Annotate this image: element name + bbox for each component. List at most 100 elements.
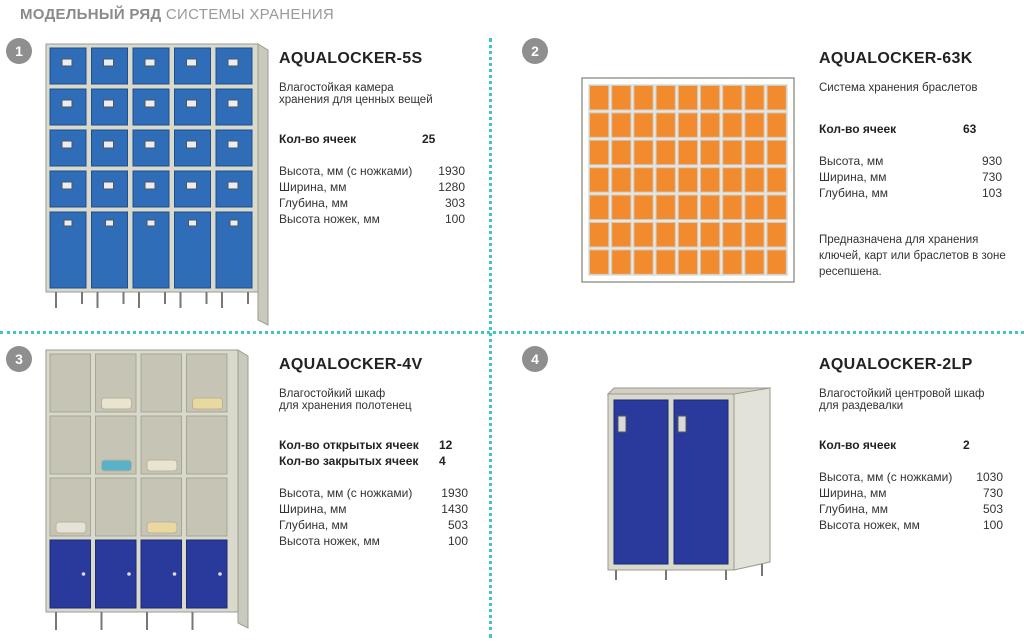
product-3-count-label: Кол-во закрытых ячеек <box>279 454 419 468</box>
storage-cell <box>677 194 699 220</box>
product-1-spec-label: Глубина, мм <box>279 196 349 210</box>
storage-cell <box>744 139 765 166</box>
lock-icon <box>188 219 197 227</box>
product-4-desc: Влагостойкий центровой шкаф для раздевал… <box>819 388 985 412</box>
product-1-spec-value: 1280 <box>438 180 465 194</box>
open-shelf <box>140 353 182 413</box>
lock-icon <box>227 58 239 67</box>
product-4-spec-label: Ширина, мм <box>819 486 887 500</box>
storage-cell <box>722 249 743 275</box>
product-2-desc: Система хранения браслетов <box>819 82 978 94</box>
product-4-spec-label: Высота, мм (с ножками) <box>819 470 953 484</box>
lock-icon <box>61 99 73 108</box>
storage-cell <box>744 85 765 111</box>
product-2-spec-label: Глубина, мм <box>819 186 889 200</box>
storage-cell <box>611 194 632 220</box>
storage-cell <box>677 139 699 166</box>
product-4-badge: 4 <box>522 346 548 372</box>
product-1-desc: Влагостойкая камера хранения для ценных … <box>279 82 433 106</box>
storage-cell <box>744 112 765 138</box>
product-1-spec-value: 303 <box>444 196 465 210</box>
storage-cell <box>722 112 743 138</box>
product-3-title: AQUALOCKER-4V <box>279 356 423 373</box>
storage-cell <box>611 249 632 275</box>
product-4-count-label: Кол-во ячеек <box>819 438 897 452</box>
open-shelf <box>186 477 228 537</box>
product-1-spec-value: 100 <box>444 212 465 226</box>
product-4-spec-value: 730 <box>982 486 1003 500</box>
storage-cell <box>611 112 632 138</box>
storage-cell <box>611 167 632 193</box>
product-2-badge: 2 <box>522 38 548 64</box>
lock-icon <box>103 58 114 67</box>
product-1-spec-label: Высота ножек, мм <box>279 212 380 226</box>
product-2-spec-label: Ширина, мм <box>819 170 887 184</box>
lock-icon <box>144 181 156 190</box>
header-bold: МОДЕЛЬНЫЙ РЯД <box>20 6 162 23</box>
storage-cell <box>655 167 676 193</box>
product-1-count-value: 25 <box>422 132 436 146</box>
storage-cell <box>766 222 787 248</box>
lock-icon <box>146 219 156 227</box>
product-1-spec-label: Ширина, мм <box>279 180 347 194</box>
cabinet-side <box>257 43 269 326</box>
product-3-desc: Влагостойкий шкаф для хранения полотенец <box>279 388 412 412</box>
storage-cell <box>766 167 787 193</box>
lock-icon <box>227 140 239 149</box>
product-4-spec-label: Высота ножек, мм <box>819 518 920 532</box>
cabinet-side <box>237 349 249 629</box>
storage-cell <box>744 222 765 248</box>
storage-cell <box>633 167 654 193</box>
towel-stack <box>146 459 178 472</box>
storage-cell <box>589 112 610 138</box>
product-3-count-value: 12 <box>439 438 453 452</box>
storage-cell <box>589 222 610 248</box>
lock-icon <box>103 99 114 108</box>
lock-icon <box>186 181 197 190</box>
product-3-spec-value: 503 <box>447 518 468 532</box>
product-1-count-label: Кол-во ячеек <box>279 132 357 146</box>
storage-cell <box>677 222 699 248</box>
lock-icon <box>186 140 197 149</box>
lock-icon <box>677 415 687 433</box>
storage-cell <box>766 194 787 220</box>
product-2-spec-value: 930 <box>981 154 1002 168</box>
product-3-count-value: 4 <box>439 454 446 468</box>
storage-cell <box>700 222 721 248</box>
aqualocker-5s-image <box>45 43 269 326</box>
product-2-note: Предназначена для хранения ключей, карт … <box>819 234 1006 278</box>
storage-cell <box>589 194 610 220</box>
storage-cell <box>700 249 721 275</box>
product-3-spec-value: 100 <box>447 534 468 548</box>
horizontal-divider <box>0 331 1024 334</box>
door-knob <box>127 572 131 576</box>
storage-cell <box>677 249 699 275</box>
cabinet-side <box>733 387 771 571</box>
storage-cell <box>700 85 721 111</box>
storage-cell <box>766 85 787 111</box>
storage-cell <box>677 112 699 138</box>
door-knob <box>218 572 222 576</box>
storage-cell <box>611 85 632 111</box>
lock-icon <box>63 219 73 227</box>
product-4-count-value: 2 <box>963 438 970 452</box>
product-3-badge: 3 <box>6 346 32 372</box>
product-3-spec-value: 1930 <box>441 486 468 500</box>
storage-cell <box>766 249 787 275</box>
product-1-spec-label: Высота, мм (с ножками) <box>279 164 413 178</box>
storage-cell <box>677 167 699 193</box>
storage-cell <box>633 222 654 248</box>
open-shelf <box>95 477 137 537</box>
storage-cell <box>633 194 654 220</box>
open-shelf <box>186 415 228 475</box>
storage-cell <box>655 194 676 220</box>
storage-cell <box>744 194 765 220</box>
lock-icon <box>144 140 156 149</box>
product-2-count-label: Кол-во ячеек <box>819 122 897 136</box>
storage-cell <box>722 194 743 220</box>
lock-icon <box>144 58 156 67</box>
lock-icon <box>144 99 156 108</box>
storage-cell <box>589 139 610 166</box>
product-3-spec-label: Высота ножек, мм <box>279 534 380 548</box>
storage-cell <box>744 167 765 193</box>
